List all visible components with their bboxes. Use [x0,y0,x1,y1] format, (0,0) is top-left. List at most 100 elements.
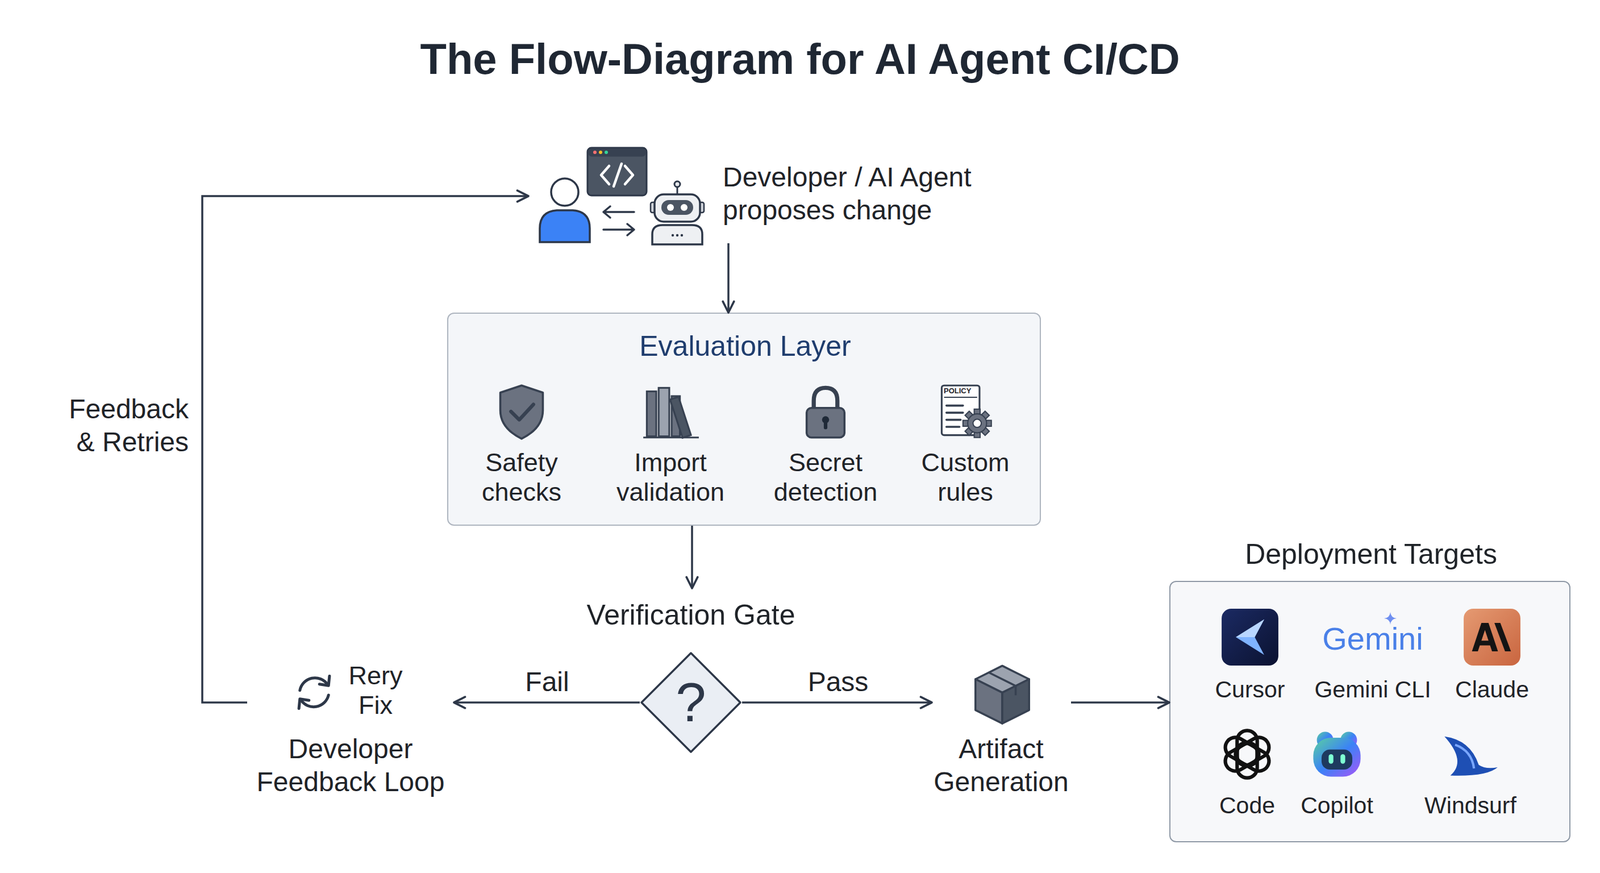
group-title: Deployment Targets [1170,537,1572,571]
copilot-icon-part [1328,753,1333,764]
feedback-loop-node: Rery FixDeveloper Feedback Loop [247,657,454,802]
cursor-icon-part [1221,608,1279,666]
dev-icon-part [603,223,635,236]
claude-icon [1462,607,1522,667]
target-label: Windsurf [1407,791,1533,819]
target-label: Gemini CLI [1310,675,1436,703]
windsurf-icon [1440,724,1500,784]
decision-mark: ? [639,651,743,754]
diagram-title: The Flow-Diagram for AI Agent CI/CD [0,33,1600,85]
flow-arrow [742,701,932,704]
dev-icon-part [661,200,694,215]
dev-icon-part [680,234,683,237]
shield-icon-part [510,404,534,420]
target-label: Copilot [1274,791,1400,819]
claude-icon-part [1478,640,1491,645]
evaluation-layer-box: Evaluation LayerSafety checksImport vali… [447,312,1041,526]
edge-label: Feedback & Retries [52,392,189,459]
claude-icon-part [1494,622,1511,652]
claude-icon-part [1463,608,1521,666]
lock-icon-part [813,387,838,409]
check-label: Safety checks [459,447,585,507]
flow-arrow [690,525,694,589]
target-item: Cursor [1187,607,1313,704]
policy-icon-part [967,413,987,433]
dev-icon-part [598,150,603,154]
target-label: Cursor [1187,675,1313,703]
copilot-icon-part [1340,753,1345,764]
lock-icon-part [823,421,828,430]
dev-icon-part [676,234,679,237]
cursor-icon [1220,607,1280,667]
check-item: POLICY Custom rules [897,378,1034,513]
dev-icon-part [671,234,674,237]
gemini-wordmark: Gemini [1310,619,1436,658]
books-icon-part [658,387,670,436]
dev-icon-part [603,206,635,218]
dev-icon-part [674,181,681,187]
sparkle-icon [1384,611,1397,625]
retry-icon [290,668,339,716]
openai-icon [1217,724,1277,784]
cube-icon [968,660,1036,728]
dev-icon [528,142,711,245]
retry-label: Rery Fix [344,660,407,720]
target-label: Code [1184,791,1310,819]
windsurf-icon-part [1455,744,1474,769]
dev-icon-part [551,178,579,206]
policy-icon-part [946,405,964,427]
artifact-node: Artifact Generation [931,653,1072,802]
feedback-label: Developer Feedback Loop [247,732,454,799]
shield-icon [492,381,552,441]
check-item: Import validation [602,378,739,513]
check-label: Custom rules [902,447,1028,507]
flow-arrow [1071,701,1170,704]
cube-icon-part [988,672,1016,695]
target-item: GeminiGemini CLI [1310,607,1436,704]
shield-icon-part [500,385,544,439]
dev-icon-part [593,150,597,154]
dev-icon-part [676,186,679,195]
sparkle-icon-part [1384,611,1397,625]
openai-icon-part [1221,733,1263,769]
actor-node: Developer / AI Agent proposes change [528,142,1000,244]
edge-label: Fail [490,665,604,699]
openai-icon-part [1221,730,1273,778]
dev-icon-part [667,203,674,211]
copilot-icon-part [1321,749,1353,770]
books-icon-part [669,396,691,438]
cursor-icon-part [1235,619,1265,637]
openai-icon-part [1221,739,1263,775]
dev-icon-part [680,203,688,211]
target-item: Windsurf [1407,724,1533,822]
policy-icon-part [973,419,982,428]
dev-icon-part [601,163,633,187]
check-label: Import validation [607,447,733,507]
cube-icon-part [975,678,1003,724]
books-icon-part [643,436,699,439]
dev-icon-part [654,194,700,222]
retry-icon-part [298,698,310,709]
check-label: Secret detection [763,447,889,507]
dev-icon-part [587,147,647,196]
target-item: Code [1184,724,1310,822]
books-icon [640,381,700,441]
windsurf-icon-part [1444,736,1498,776]
dev-icon-part [604,150,608,154]
check-item: Secret detection [757,378,894,513]
retry-icon-part [319,675,330,686]
artifact-label: Artifact Generation [915,732,1087,799]
lock-icon [796,381,856,441]
policy-icon-part [963,409,992,438]
flow-arrow [453,701,640,704]
gate-title: Verification Gate [568,598,814,632]
lock-icon-part [806,407,845,438]
check-item: Safety checks [453,378,590,513]
claude-icon-part [1472,622,1499,652]
copilot-icon-part [1313,737,1361,777]
target-item: Claude [1429,607,1555,704]
dev-icon-part [539,210,590,243]
dev-icon-part [588,148,647,157]
policy-tag: POLICY [943,386,978,396]
